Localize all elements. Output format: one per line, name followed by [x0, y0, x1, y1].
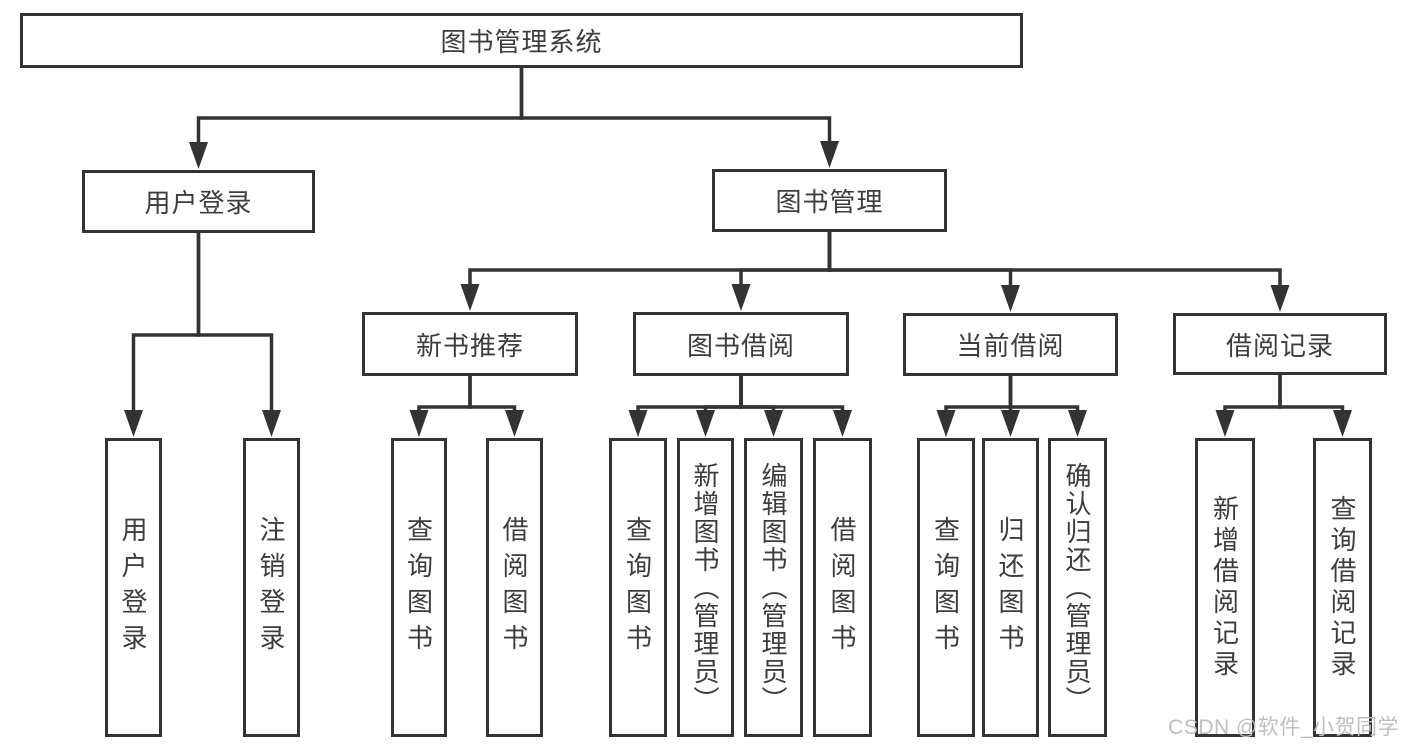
arrowhead-down [1333, 410, 1352, 437]
edge-book-mgmt--borrow-records [827, 230, 1290, 312]
arrowhead-down [764, 410, 783, 437]
node-label: 编辑图书（管理员） [758, 461, 788, 714]
node-label: 用户登录 [118, 515, 148, 660]
node-label: 注销登录 [256, 515, 286, 660]
arrowhead-down [731, 284, 751, 311]
edge-book-mgmt--book-borrow [731, 230, 832, 311]
node-current-borrow: 当前借阅 [903, 313, 1118, 376]
edge-new-book-rec--leaf-borrow-book-1 [468, 374, 524, 437]
arrowhead-down [1068, 410, 1087, 437]
arrowhead-down [409, 410, 429, 437]
edge-current-borrow--leaf-query-book-3 [936, 374, 1013, 437]
edge-current-borrow--leaf-confirm-return [1008, 374, 1087, 437]
node-leaf-return-book: 归还图书 [982, 438, 1039, 737]
node-label: 图书管理 [775, 187, 884, 217]
node-label: 借阅图书 [827, 515, 857, 660]
node-leaf-borrow-book-1: 借阅图书 [486, 438, 543, 737]
arrowhead-down [1215, 410, 1235, 437]
node-label: 查询图书 [403, 515, 434, 660]
node-leaf-query-book-3: 查询图书 [917, 438, 975, 737]
node-label: 当前借阅 [956, 331, 1065, 361]
arrowhead-down [833, 410, 852, 437]
watermark-text: CSDN @软件_小贺同学 [1168, 716, 1399, 739]
arrowhead-down [820, 141, 839, 168]
node-label: 图书借阅 [686, 330, 795, 361]
node-leaf-add-book: 新增图书（管理员） [677, 438, 734, 737]
node-leaf-query-book-1: 查询图书 [391, 438, 447, 737]
node-label: 用户登录 [144, 188, 253, 218]
node-label: 新书推荐 [415, 330, 524, 361]
edge-new-book-rec--leaf-query-book-1 [409, 374, 472, 437]
arrowhead-down [696, 410, 715, 437]
node-label: 查询图书 [622, 515, 653, 660]
node-label: 图书管理系统 [440, 27, 603, 57]
arrowhead-down [460, 284, 480, 311]
arrowhead-down [262, 410, 281, 437]
edge-root--book-mgmt [519, 66, 839, 168]
node-leaf-add-borrow-record: 新增借阅记录 [1195, 438, 1255, 737]
node-label: 借阅记录 [1225, 330, 1334, 361]
node-leaf-confirm-return: 确认归还（管理员） [1048, 438, 1107, 737]
node-label: 新增借阅记录 [1209, 494, 1240, 681]
node-label: 查询借阅记录 [1327, 494, 1357, 681]
arrowhead-down [124, 410, 143, 437]
arrowhead-down [1001, 285, 1020, 312]
node-label: 借阅图书 [499, 515, 529, 660]
edge-borrow-records--leaf-query-borrow-record [1278, 373, 1352, 437]
node-book-mgmt: 图书管理 [712, 169, 947, 232]
node-new-book-rec: 新书推荐 [362, 312, 578, 376]
node-label: 新增图书（管理员） [690, 461, 720, 714]
node-leaf-logout: 注销登录 [243, 438, 300, 737]
node-root: 图书管理系统 [20, 13, 1023, 68]
edge-user-login--leaf-user-login [124, 231, 201, 437]
node-label: 归还图书 [995, 515, 1025, 660]
arrowhead-down [628, 410, 648, 437]
arrowhead-down [1270, 285, 1290, 312]
edge-book-mgmt--current-borrow [827, 230, 1020, 312]
arrowhead-down [189, 142, 208, 169]
edge-root--user-login [189, 66, 524, 169]
node-borrow-records: 借阅记录 [1173, 313, 1387, 375]
node-leaf-borrow-book-2: 借阅图书 [813, 438, 872, 737]
node-leaf-user-login: 用户登录 [105, 438, 162, 737]
edge-book-borrow--leaf-borrow-book-2 [739, 374, 852, 437]
node-label: 确认归还（管理员） [1062, 461, 1092, 714]
node-leaf-query-book-2: 查询图书 [609, 438, 667, 737]
arrowhead-down [936, 410, 956, 437]
edge-user-login--leaf-logout [196, 231, 281, 437]
node-leaf-edit-book: 编辑图书（管理员） [744, 438, 803, 737]
node-book-borrow: 图书借阅 [633, 312, 849, 376]
node-user-login: 用户登录 [82, 170, 315, 233]
node-leaf-query-borrow-record: 查询借阅记录 [1313, 438, 1372, 737]
node-label: 查询图书 [930, 515, 961, 660]
arrowhead-down [1001, 410, 1020, 437]
edge-borrow-records--leaf-add-borrow-record [1215, 373, 1282, 437]
arrowhead-down [505, 410, 524, 437]
